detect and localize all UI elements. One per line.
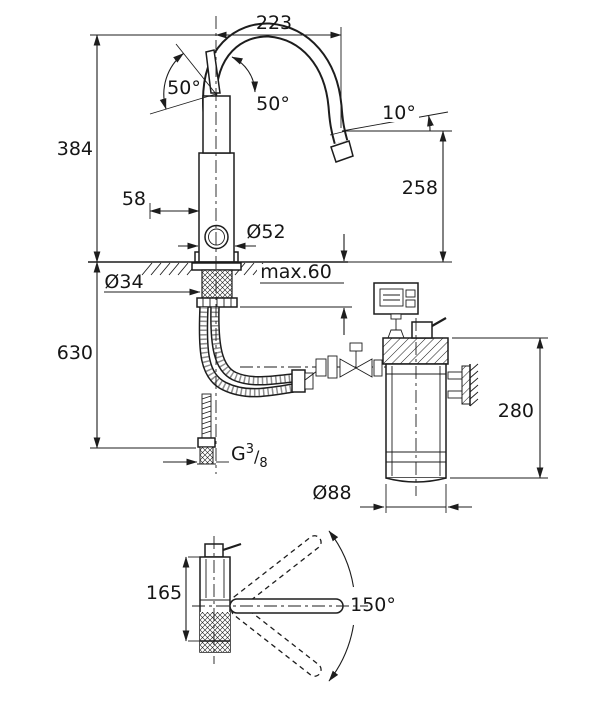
shutoff-valve <box>339 358 357 378</box>
valve-body <box>199 446 214 465</box>
dim-handle-offset <box>149 203 200 219</box>
dim-max-counter <box>260 234 348 335</box>
swivel-view <box>192 535 368 677</box>
spout-aerator <box>330 140 354 163</box>
wall-bracket-arm <box>447 371 463 380</box>
thread-numerator: 3 <box>246 442 254 457</box>
display-stand <box>387 329 405 339</box>
label-cartridge-diameter: Ø88 <box>312 482 351 504</box>
line-fitting <box>315 358 327 377</box>
threaded-shank <box>201 269 233 299</box>
display-button <box>405 289 416 298</box>
label-mount-hole-diameter: Ø34 <box>104 271 143 293</box>
valve-hex <box>197 437 216 448</box>
label-max-counter-thickness: max.60 <box>260 261 332 283</box>
wall-bracket <box>461 365 471 405</box>
valve-lever <box>431 317 447 327</box>
body-neck <box>202 95 231 154</box>
line-fitting <box>327 355 338 379</box>
dim-handle-angles <box>159 52 259 110</box>
supply-hoses <box>198 306 314 398</box>
label-handle-angle-a: 50° <box>167 77 201 99</box>
label-hose-length: 630 <box>57 342 93 364</box>
spout-position-down <box>230 602 322 677</box>
wall-bracket-arm <box>447 390 463 399</box>
display-screen <box>379 288 404 307</box>
label-base-height: 165 <box>146 582 182 604</box>
hose-coupling <box>291 369 306 393</box>
spout-position-up <box>230 535 322 610</box>
label-swivel-angle: 150° <box>350 594 396 616</box>
filter-supply-line <box>240 342 392 381</box>
label-body-diameter: Ø52 <box>246 221 285 243</box>
dim-cartridge-height <box>450 337 548 479</box>
dim-hose-length <box>90 261 196 449</box>
check-valve-tail <box>197 393 216 465</box>
dim-spout-reach <box>90 27 342 128</box>
under-counter-mount <box>191 262 352 308</box>
handle-lever <box>205 49 221 94</box>
faucet-body <box>149 43 239 263</box>
label-spout-reach: 223 <box>256 12 292 34</box>
filter-cartridge <box>382 317 479 483</box>
display-button <box>405 299 416 308</box>
mounting-flange <box>191 262 242 271</box>
controller-display <box>373 282 419 339</box>
dim-swivel-angle <box>328 530 355 682</box>
thread-g: G <box>231 443 246 465</box>
base-lever <box>222 542 242 552</box>
faucet-spout <box>202 22 354 163</box>
label-thread: G3/8 <box>231 442 268 471</box>
thread-denominator: 8 <box>259 456 267 471</box>
base-knurl <box>200 612 230 652</box>
label-handle-offset: 58 <box>122 188 146 210</box>
filter-head <box>382 337 449 365</box>
label-outlet-height: 258 <box>402 177 438 199</box>
label-outlet-angle: 10° <box>382 102 416 124</box>
label-height-above-counter: 384 <box>57 138 93 160</box>
dim-base-height <box>182 556 200 642</box>
label-handle-angle-b: 50° <box>256 93 290 115</box>
filter-head-valve <box>411 321 433 339</box>
label-cartridge-height: 280 <box>498 400 534 422</box>
dim-cartridge-diameter <box>360 484 472 513</box>
thread-slash: / <box>254 447 260 466</box>
